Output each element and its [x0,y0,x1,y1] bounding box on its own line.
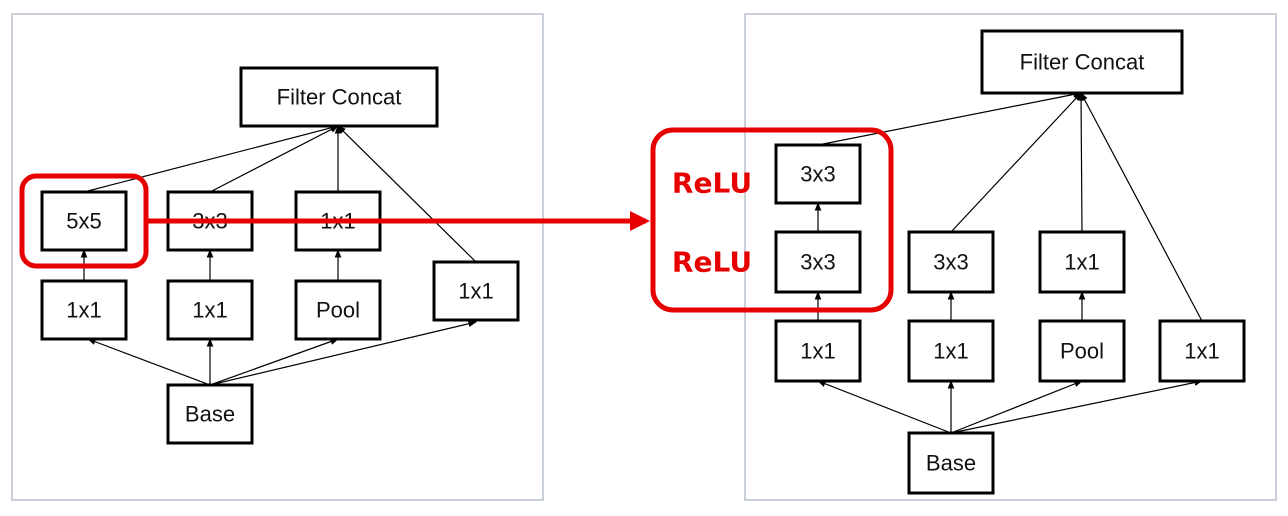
edge-r-3x3-to-concat [950,92,1082,233]
edge-side-1x1-to-concat [337,125,477,263]
highlight-stacked-3x3 [650,127,894,313]
edge-base-to-reduce-a [87,338,211,386]
edge-r-stack-top-to-concat [817,91,1082,146]
label-base-right: Base [926,451,976,476]
label-pool-left: Pool [316,298,360,323]
node-reduce-b-left: 1x1 [166,279,254,341]
node-reduce-a-right: 1x1 [774,319,862,383]
label-reduce-a-right: 1x1 [800,339,835,364]
node-filter-concat-right: Filter Concat [980,29,1184,95]
label-5x5: 5x5 [66,209,101,234]
node-filter-concat-left: Filter Concat [239,66,439,128]
node-pool-left: Pool [294,279,382,341]
label-1x1-top-right: 1x1 [1064,250,1099,275]
node-stack-top: 3x3 [774,143,862,205]
label-filter-concat-left: Filter Concat [277,85,402,110]
node-side-1x1-right: 1x1 [1158,319,1246,383]
edge-r-base-to-reduce-a [817,380,952,434]
label-side-1x1-right: 1x1 [1184,339,1219,364]
label-filter-concat-right: Filter Concat [1020,50,1145,75]
edge-base-to-pool [209,338,339,386]
node-reduce-b-right: 1x1 [907,319,995,383]
node-base-right: Base [907,431,995,495]
right-edges [814,91,1203,434]
relu-label-top: ReLU [672,167,752,200]
right-nodes: Filter Concat 3x3 3x3 3x3 1x1 1x1 1x1 P [774,29,1246,495]
label-reduce-a-left: 1x1 [66,298,101,323]
node-5x5: 5x5 [40,190,128,252]
left-nodes: Filter Concat 5x5 3x3 1x1 1x1 1x1 Pool [40,66,520,445]
edge-r-side-1x1-to-concat [1080,92,1203,322]
edge-3x3-to-concat [209,125,339,193]
label-stack-mid: 3x3 [800,250,835,275]
edge-r-base-to-pool [950,380,1083,434]
node-3x3-right: 3x3 [907,230,995,294]
label-reduce-b-left: 1x1 [192,298,227,323]
edge-r-base-to-side-1x1 [950,379,1203,434]
left-edges [80,124,477,386]
node-1x1-top-right: 1x1 [1038,230,1126,294]
node-side-1x1-left: 1x1 [432,260,520,322]
node-reduce-a-left: 1x1 [40,279,128,341]
label-side-1x1-left: 1x1 [458,279,493,304]
node-stack-mid: 3x3 [774,230,862,294]
label-3x3-right: 3x3 [933,250,968,275]
label-pool-right: Pool [1060,339,1104,364]
node-base-left: Base [166,383,254,445]
edge-5x5-to-concat [83,124,339,193]
edge-base-to-side-1x1 [209,320,477,386]
edge-r-1x1-to-concat [1077,92,1085,233]
label-stack-top: 3x3 [800,162,835,187]
relu-label-bottom: ReLU [672,246,752,279]
label-base-left: Base [185,402,235,427]
node-pool-right: Pool [1038,319,1126,383]
label-reduce-b-right: 1x1 [933,339,968,364]
